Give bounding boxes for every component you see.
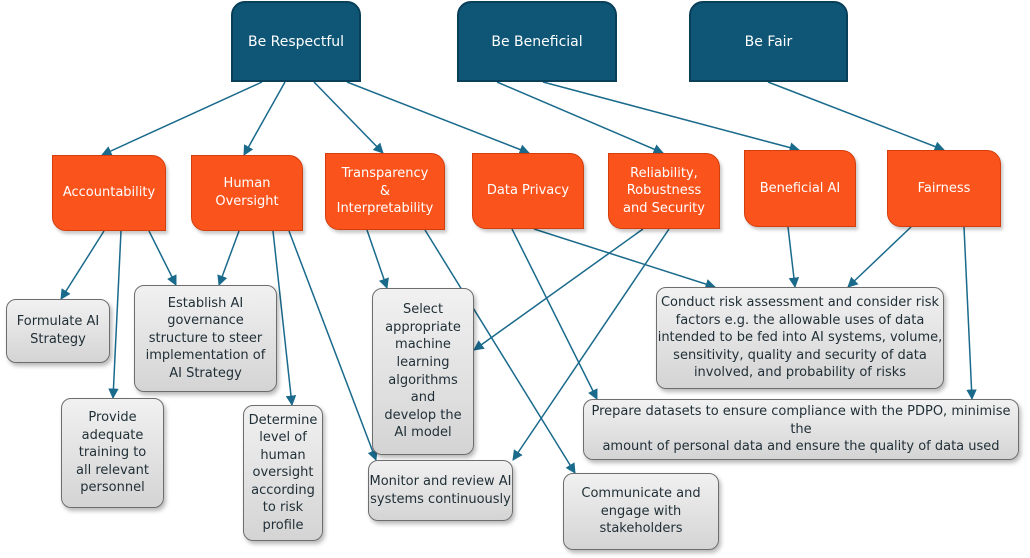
principle-be-fair: Be Fair xyxy=(689,1,848,82)
connector-accountability-to-formulate-strategy xyxy=(60,230,105,300)
connector-human-oversight-to-governance-structure xyxy=(217,230,240,286)
element-fairness: Fairness xyxy=(887,150,1001,227)
connector-human-oversight-to-monitor-review xyxy=(288,230,378,461)
practice-monitor-review-ai: Monitor and review AI systems continuous… xyxy=(368,460,513,521)
connector-be-fair-to-fairness xyxy=(767,81,945,152)
practice-provide-training: Provide adequate training to all relevan… xyxy=(61,398,164,508)
connector-data-privacy-to-risk-assessment xyxy=(533,228,716,290)
connector-be-respectful-to-transparency xyxy=(313,81,384,154)
connector-be-respectful-to-accountability xyxy=(101,81,263,156)
element-accountability: Accountability xyxy=(52,155,166,231)
practice-communicate-engage-stakeholders: Communicate and engage with stakeholders xyxy=(563,473,719,550)
practice-select-algorithms-develop-model: Select appropriate machine learning algo… xyxy=(372,288,474,455)
element-beneficial-ai: Beneficial AI xyxy=(744,150,856,227)
connector-be-beneficial-to-beneficial-ai xyxy=(542,81,801,153)
connector-data-privacy-to-prepare-datasets xyxy=(511,228,598,400)
practice-determine-oversight-level: Determine level of human oversight accor… xyxy=(243,405,323,541)
connector-transparency-to-select-algorithms xyxy=(366,229,389,289)
practice-formulate-ai-strategy: Formulate AI Strategy xyxy=(6,299,110,363)
element-reliability-robustness-security: Reliability, Robustness and Security xyxy=(608,153,720,229)
connector-beneficial-ai-to-risk-assessment xyxy=(787,226,800,289)
element-transparency-interpretability: Transparency & Interpretability xyxy=(325,153,445,230)
connector-be-respectful-to-human-oversight xyxy=(243,81,286,156)
connector-be-respectful-to-data-privacy xyxy=(346,81,530,155)
connector-transparency-to-communicate-engage xyxy=(424,229,576,474)
element-data-privacy: Data Privacy xyxy=(472,153,584,229)
connector-fairness-to-prepare-datasets xyxy=(963,226,977,401)
connector-accountability-to-provide-training xyxy=(108,230,122,400)
principle-be-beneficial: Be Beneficial xyxy=(457,1,617,82)
connector-reliability-to-monitor-review xyxy=(512,228,670,461)
practice-establish-governance-structure: Establish AI governance structure to ste… xyxy=(134,285,277,392)
connector-human-oversight-to-determine-oversight xyxy=(272,230,297,407)
practice-risk-assessment: Conduct risk assessment and consider ris… xyxy=(656,287,944,389)
principle-be-respectful: Be Respectful xyxy=(231,1,361,82)
connector-accountability-to-governance-structure xyxy=(148,230,177,286)
element-human-oversight: Human Oversight xyxy=(191,155,303,231)
connector-be-beneficial-to-reliability xyxy=(496,81,664,155)
practice-prepare-datasets: Prepare datasets to ensure compliance wi… xyxy=(583,399,1019,460)
connector-fairness-to-risk-assessment xyxy=(847,226,912,288)
connector-reliability-to-select-algorithms xyxy=(473,228,644,351)
